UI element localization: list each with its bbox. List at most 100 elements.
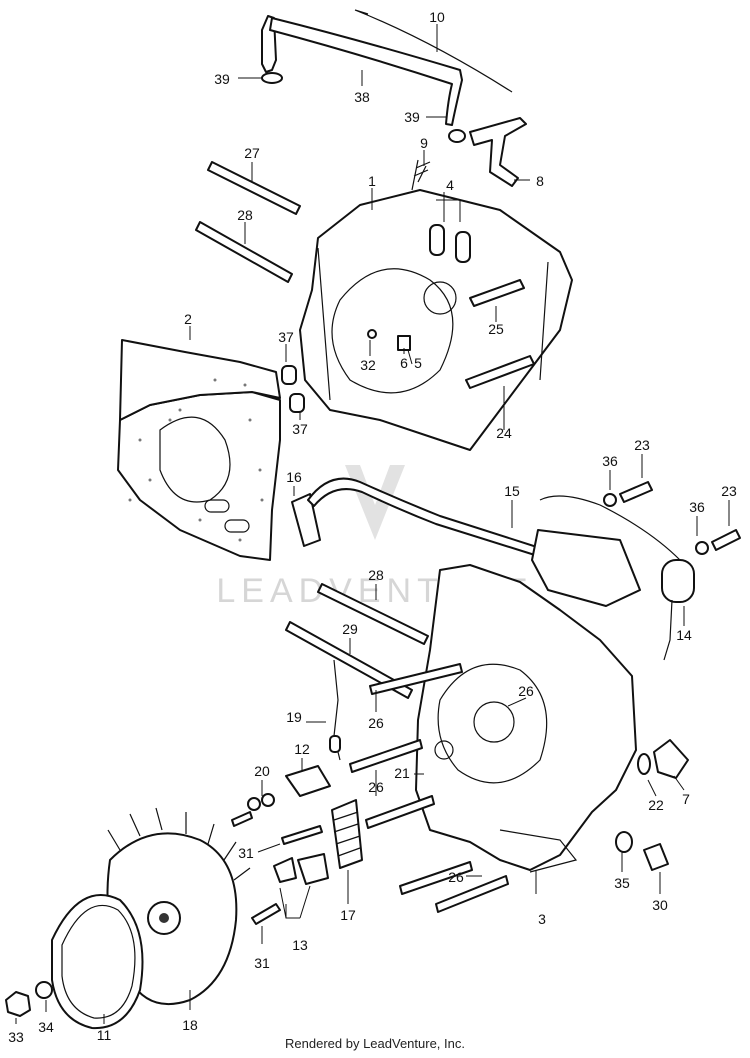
washer-part-36-lower <box>695 541 709 555</box>
bolt-part-26-c <box>365 795 435 829</box>
callout-39-lower: 39 <box>404 109 420 125</box>
ignition-coil-part-15 <box>531 529 641 607</box>
callouts: 10 39 38 39 8 9 1 4 27 28 2 37 37 32 6 5… <box>8 9 737 1045</box>
gasket-slot-b <box>224 519 250 533</box>
breaker-points-bracket <box>297 853 329 885</box>
crankcase-bearing <box>423 281 457 315</box>
callout-36-upper: 36 <box>602 453 618 469</box>
callout-38: 38 <box>354 89 370 105</box>
callout-39-upper: 39 <box>214 71 230 87</box>
screw-part-31-lower <box>251 903 281 925</box>
stud-part-28-lower <box>317 583 429 645</box>
callout-4: 4 <box>446 177 454 193</box>
spring-part-9 <box>411 159 431 191</box>
callout-15: 15 <box>504 483 520 499</box>
flywheel-cover-rim <box>61 904 136 1019</box>
ignition-coil-lead <box>539 495 681 561</box>
callout-25: 25 <box>488 321 504 337</box>
o-ring-part-22 <box>637 753 651 775</box>
rod-part-10 <box>354 9 513 93</box>
washer-part-20-b <box>261 793 275 807</box>
callout-28-upper: 28 <box>237 207 253 223</box>
pin-part-32 <box>367 329 377 339</box>
gasket-slot-a <box>204 499 230 513</box>
washer-part-20-a <box>247 797 261 811</box>
spark-plug-cap-part-16 <box>291 493 321 547</box>
flywheel-fins <box>107 807 251 881</box>
callout-36-lower: 36 <box>689 499 705 515</box>
dowel-part-37-lower <box>289 393 305 413</box>
condenser-part-14 <box>661 559 695 603</box>
clamp-part-39-upper <box>261 72 283 84</box>
callout-34: 34 <box>38 1019 54 1035</box>
callout-28-lower: 28 <box>368 567 384 583</box>
callout-2: 2 <box>184 311 192 327</box>
breaker-points-part-13 <box>273 857 297 883</box>
gasket-top-plate <box>119 339 281 421</box>
bolt-part-26-e <box>435 875 509 913</box>
crankcase-part-3 <box>415 564 637 871</box>
condenser-lead <box>663 599 673 661</box>
callout-35: 35 <box>614 875 630 891</box>
bolt-part-26-d <box>399 861 473 895</box>
callout-11: 11 <box>97 1027 112 1043</box>
breather-tube-run <box>269 17 463 126</box>
callout-7: 7 <box>682 791 690 807</box>
callout-16: 16 <box>286 469 302 485</box>
callout-19: 19 <box>286 709 302 725</box>
clamp-part-39-lower <box>448 129 466 143</box>
screw-part-23-lower <box>711 529 741 551</box>
leader-lines <box>15 24 730 1024</box>
callout-31-lower: 31 <box>254 955 270 971</box>
callout-6: 6 <box>400 355 408 371</box>
bolt-part-25 <box>469 279 525 307</box>
callout-5: 5 <box>414 355 422 371</box>
callout-26-middle: 26 <box>368 779 384 795</box>
screw-part-20 <box>231 811 253 827</box>
crankcase-boss <box>434 740 454 760</box>
bolt-part-24 <box>465 355 535 389</box>
bracket-part-8 <box>469 117 527 187</box>
flywheel-hub-bore <box>159 913 169 923</box>
screw-part-23-upper <box>619 481 653 503</box>
callout-20: 20 <box>254 763 270 779</box>
gasket-part-2 <box>117 391 281 561</box>
callout-21: 21 <box>394 765 410 781</box>
valve-part-6 <box>397 335 411 351</box>
callout-18: 18 <box>182 1017 198 1033</box>
crankcase-inner-bore <box>331 268 454 394</box>
callout-9: 9 <box>420 135 428 151</box>
callout-26-upper: 26 <box>368 715 384 731</box>
callout-26-right: 26 <box>518 683 534 699</box>
drain-plug-part-30 <box>643 843 669 871</box>
callout-24: 24 <box>496 425 512 441</box>
callout-17: 17 <box>340 907 356 923</box>
nut-part-33 <box>5 991 31 1017</box>
callout-3: 3 <box>538 911 546 927</box>
callout-32: 32 <box>360 357 376 373</box>
callout-37-upper: 37 <box>278 329 294 345</box>
contact-breaker-part-12 <box>285 765 331 797</box>
crankcase-shaft-bore <box>473 701 515 743</box>
oil-filler-cap-part-7 <box>653 739 689 779</box>
callout-26-lower: 26 <box>448 869 464 885</box>
callout-23-upper: 23 <box>634 437 650 453</box>
callout-37-lower: 37 <box>292 421 308 437</box>
stud-part-29 <box>285 621 413 699</box>
callout-22: 22 <box>648 797 664 813</box>
lighting-coil-part-17 <box>331 799 363 869</box>
crankcase-part-1 <box>299 189 573 451</box>
callout-23-lower: 23 <box>721 483 737 499</box>
callout-1: 1 <box>368 173 376 189</box>
flywheel-cover-part-11 <box>51 894 144 1030</box>
gasket-cutout <box>159 416 231 503</box>
dowel-part-37-upper <box>281 365 297 385</box>
washer-part-36-upper <box>603 493 617 507</box>
crankcase-flange-edge <box>317 247 549 401</box>
callout-12: 12 <box>294 741 310 757</box>
callout-8: 8 <box>536 173 544 189</box>
callout-29: 29 <box>342 621 358 637</box>
wire-grommet <box>329 735 341 753</box>
callout-27: 27 <box>244 145 260 161</box>
